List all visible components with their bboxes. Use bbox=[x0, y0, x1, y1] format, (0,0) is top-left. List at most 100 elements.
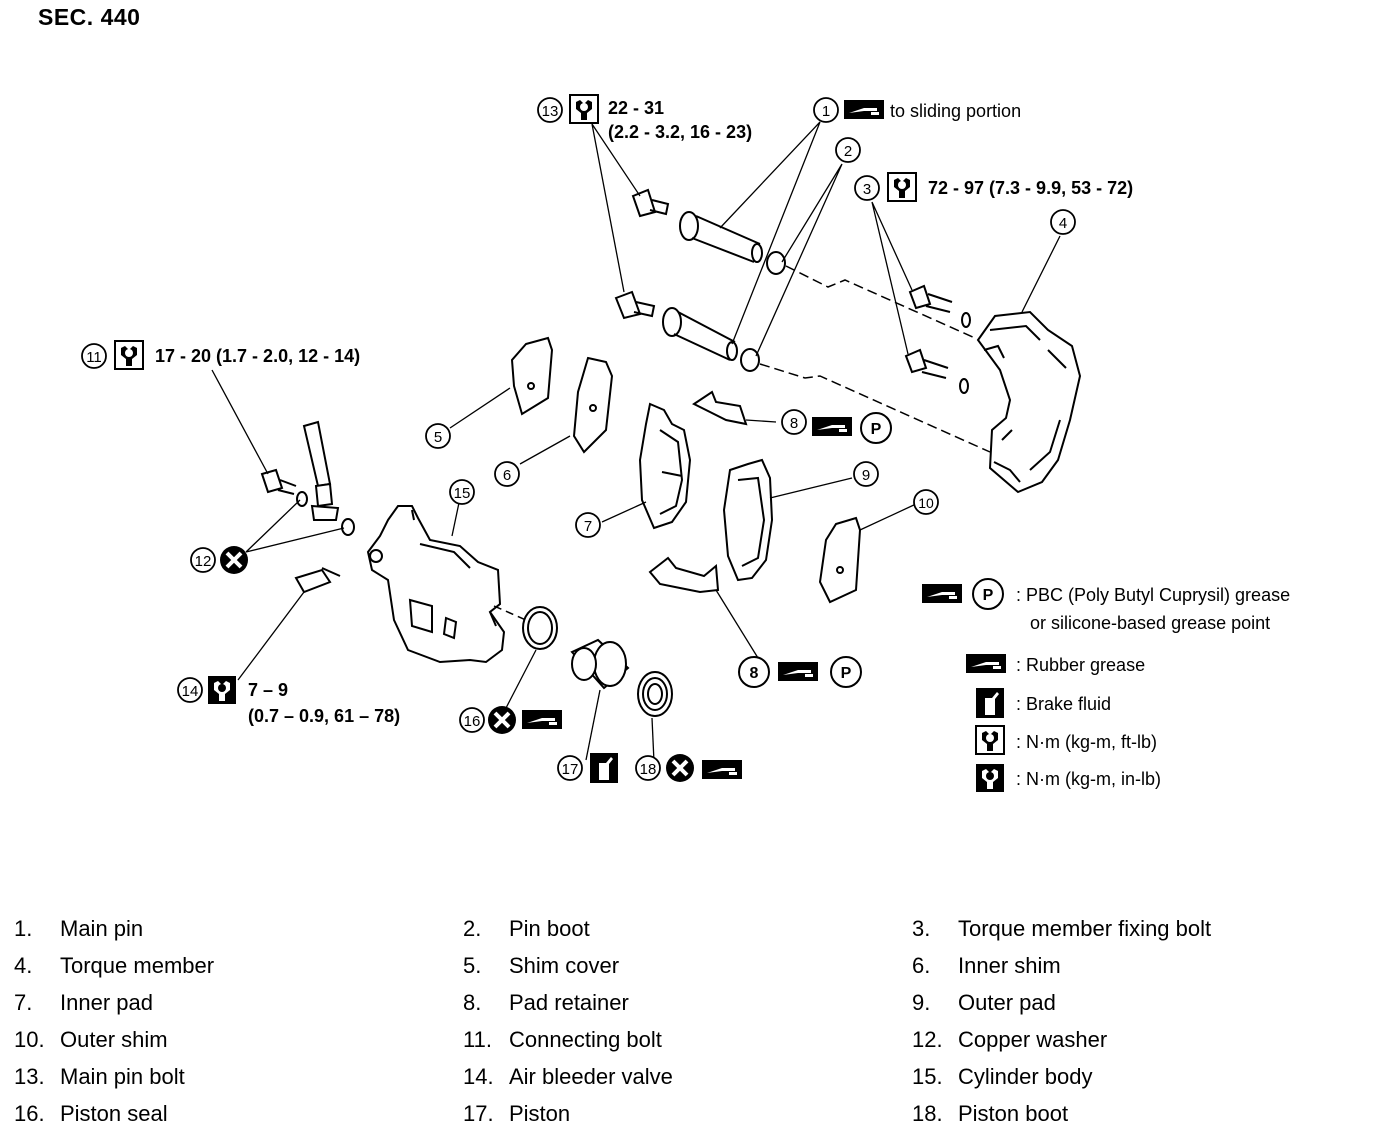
torque-member-bolt-lower bbox=[904, 348, 969, 394]
replace-icon bbox=[664, 752, 696, 784]
legend-item-torque-ftlb: : N·m (kg-m, ft-lb) bbox=[975, 725, 1157, 755]
callout-7: 7 bbox=[575, 512, 601, 538]
svg-text:18: 18 bbox=[640, 761, 657, 778]
svg-text:12: 12 bbox=[195, 553, 212, 570]
pbc-grease-icon bbox=[812, 417, 852, 436]
svg-text:: PBC (Poly Butyl Cuprysil) gr: : PBC (Poly Butyl Cuprysil) grease bbox=[1016, 585, 1290, 605]
torque-ftlb-icon bbox=[569, 94, 599, 124]
svg-text:5: 5 bbox=[434, 429, 442, 446]
replace-icon bbox=[486, 704, 518, 736]
pin-boot-lower bbox=[740, 348, 760, 372]
cylinder-body bbox=[366, 505, 506, 664]
torque-member bbox=[976, 310, 1082, 494]
main-pin-upper bbox=[679, 211, 763, 263]
torque-member-bolt-upper bbox=[908, 284, 971, 328]
brake-fluid-icon bbox=[590, 753, 618, 783]
outer-shim bbox=[818, 516, 862, 604]
callout-10: 10 bbox=[913, 489, 939, 515]
replace-icon bbox=[218, 544, 250, 576]
section-title: SEC. 440 bbox=[38, 4, 141, 30]
svg-text:1: 1 bbox=[822, 103, 830, 120]
svg-text:7: 7 bbox=[584, 518, 592, 535]
svg-text:P: P bbox=[841, 665, 852, 682]
svg-text:72 - 97 (7.3 - 9.9, 53 - 72): 72 - 97 (7.3 - 9.9, 53 - 72) bbox=[928, 178, 1133, 198]
callout-12: 12 bbox=[190, 544, 250, 576]
inner-shim bbox=[572, 356, 614, 454]
rubber-grease-icon bbox=[702, 760, 742, 779]
svg-text:: N·m (kg-m, ft-lb): : N·m (kg-m, ft-lb) bbox=[1016, 732, 1157, 752]
callout-4: 4 bbox=[1050, 209, 1076, 235]
part-drawings bbox=[260, 188, 1082, 717]
torque-inlb-icon bbox=[976, 764, 1004, 792]
legend-item-brake-fluid: : Brake fluid bbox=[976, 688, 1111, 718]
pbc-grease-icon bbox=[922, 584, 962, 603]
torque-ftlb-icon bbox=[114, 340, 144, 370]
svg-text:2: 2 bbox=[844, 143, 852, 160]
svg-text:11: 11 bbox=[86, 349, 102, 366]
callout-14: 14 7 – 9 (0.7 – 0.9, 61 – 78) bbox=[177, 676, 400, 726]
pin-boot-upper bbox=[766, 251, 786, 275]
pad-retainer-upper bbox=[692, 390, 748, 426]
svg-text:16: 16 bbox=[464, 713, 481, 730]
svg-text:8: 8 bbox=[750, 665, 759, 682]
torque-ftlb-icon bbox=[887, 172, 917, 202]
callout-17: 17 bbox=[557, 753, 618, 783]
copper-washer-2 bbox=[341, 518, 355, 536]
svg-text:or silicone-based grease point: or silicone-based grease point bbox=[1030, 613, 1270, 633]
svg-text:15: 15 bbox=[454, 485, 471, 502]
main-pin-bolt-upper bbox=[631, 188, 670, 218]
callout-8-upper: 8 P bbox=[781, 409, 892, 444]
svg-text:22 - 31: 22 - 31 bbox=[608, 98, 664, 118]
svg-text:14: 14 bbox=[182, 683, 199, 700]
svg-text:13: 13 bbox=[542, 103, 559, 120]
callout-2: 2 bbox=[835, 137, 861, 163]
pbc-grease-icon bbox=[778, 662, 818, 681]
brake-hose bbox=[302, 420, 340, 521]
rubber-grease-icon bbox=[966, 654, 1006, 673]
svg-text:17: 17 bbox=[562, 761, 579, 778]
callout-1: 1 to sliding portion bbox=[813, 97, 1021, 123]
legend-item-torque-inlb: : N·m (kg-m, in-lb) bbox=[976, 764, 1161, 792]
shim-cover bbox=[510, 336, 554, 416]
svg-text:: Brake fluid: : Brake fluid bbox=[1016, 694, 1111, 714]
callout-15: 15 bbox=[449, 479, 475, 505]
air-bleeder-valve bbox=[294, 567, 341, 594]
callout-9: 9 bbox=[853, 461, 879, 487]
svg-text:(2.2 - 3.2, 16 - 23): (2.2 - 3.2, 16 - 23) bbox=[608, 122, 752, 142]
callout-11: 11 17 - 20 (1.7 - 2.0, 12 - 14) bbox=[81, 340, 360, 370]
callout-3: 3 72 - 97 (7.3 - 9.9, 53 - 72) bbox=[854, 172, 1133, 202]
callout-5: 5 bbox=[425, 423, 451, 449]
svg-text:4: 4 bbox=[1059, 215, 1067, 232]
svg-text:P: P bbox=[871, 421, 882, 438]
torque-ftlb-icon bbox=[975, 725, 1005, 755]
rubber-grease-icon bbox=[522, 710, 562, 729]
svg-text:(0.7 – 0.9, 61 – 78): (0.7 – 0.9, 61 – 78) bbox=[248, 706, 400, 726]
rubber-grease-icon bbox=[844, 100, 884, 119]
svg-text:to sliding portion: to sliding portion bbox=[890, 101, 1021, 121]
inner-pad bbox=[638, 402, 692, 530]
brake-caliper-exploded-diagram: 13 22 - 31 (2.2 - 3.2, 16 - 23) 1 to sli… bbox=[81, 94, 1290, 792]
callout-6: 6 bbox=[494, 461, 520, 487]
svg-text:P: P bbox=[983, 587, 994, 604]
svg-text:: Rubber grease: : Rubber grease bbox=[1016, 655, 1145, 675]
svg-text:3: 3 bbox=[863, 181, 871, 198]
callout-13: 13 22 - 31 (2.2 - 3.2, 16 - 23) bbox=[537, 94, 752, 142]
torque-inlb-icon bbox=[208, 676, 236, 704]
callout-16: 16 bbox=[459, 704, 562, 736]
svg-text:10: 10 bbox=[918, 495, 934, 511]
outer-pad bbox=[722, 458, 774, 582]
piston-boot bbox=[637, 671, 673, 717]
brake-fluid-icon bbox=[976, 688, 1004, 718]
leader-lines bbox=[211, 121, 1061, 763]
svg-text:6: 6 bbox=[503, 467, 511, 484]
copper-washer-1 bbox=[296, 491, 308, 507]
main-pin-bolt-lower bbox=[614, 290, 656, 320]
svg-text:17 - 20 (1.7 - 2.0, 12 - 14): 17 - 20 (1.7 - 2.0, 12 - 14) bbox=[155, 346, 360, 366]
pad-retainer-lower bbox=[648, 556, 720, 594]
callout-18: 18 bbox=[635, 752, 742, 784]
svg-text:9: 9 bbox=[862, 467, 870, 484]
connecting-bolt bbox=[260, 468, 297, 495]
callout-8-lower: 8 P bbox=[738, 656, 862, 688]
legend-item-pbc: P : PBC (Poly Butyl Cuprysil) grease or … bbox=[922, 578, 1290, 633]
piston-seal bbox=[522, 606, 558, 650]
